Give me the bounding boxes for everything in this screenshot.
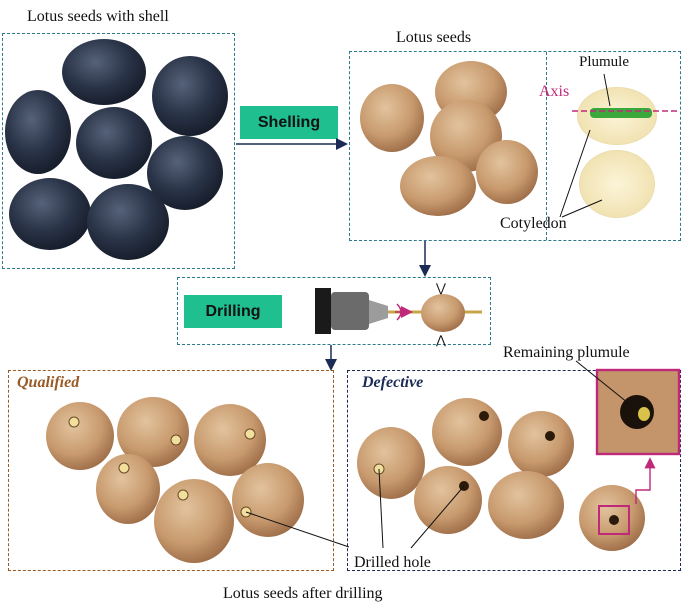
lotus-seed-cluster — [360, 61, 538, 216]
cotyledon-label: Cotyledon — [500, 215, 567, 232]
qualified-seed — [96, 454, 160, 524]
cotyledon-pointer — [561, 199, 603, 218]
zoom-arrow — [635, 457, 656, 504]
lotus-seeds-with-shell-label: Lotus seeds with shell — [27, 8, 169, 25]
drilling-seed — [421, 294, 465, 332]
drilling-step: Drilling — [184, 295, 282, 328]
lotus-seeds-divider — [546, 52, 547, 240]
defective-title: Defective — [362, 374, 424, 391]
defective-seeds — [357, 398, 645, 551]
qualified-seed — [194, 404, 266, 476]
qualified-seed — [46, 402, 114, 470]
axis-label: Axis — [539, 83, 570, 100]
shell-seed — [62, 39, 146, 105]
brown-seed — [360, 84, 424, 152]
plumule-shape — [590, 108, 652, 118]
lotus-seeds-frame — [349, 51, 681, 241]
lotus-seeds-after-drilling-label: Lotus seeds after drilling — [223, 585, 383, 602]
qualified-frame — [8, 370, 334, 571]
shell-seed — [76, 107, 152, 179]
defective-seed — [414, 466, 482, 534]
drill-body — [315, 288, 331, 334]
cotyledon-pointer — [559, 129, 591, 218]
drilled-hole-pointer — [410, 485, 465, 549]
brown-seed — [476, 140, 538, 204]
remaining-plumule-label: Remaining plumule — [503, 344, 630, 361]
shelled-seeds-frame — [2, 33, 235, 269]
shelling-step: Shelling — [240, 106, 338, 139]
shell-seed — [147, 136, 223, 210]
drill-illustration: ⋁ ⋀ — [315, 281, 482, 347]
drill-chuck — [331, 292, 369, 330]
drill-collar — [369, 300, 388, 324]
defective-seed — [357, 427, 425, 499]
plumule-pointer — [603, 73, 611, 107]
lower-cotyledon — [579, 150, 655, 218]
brown-seed — [400, 156, 476, 216]
qualified-seed — [154, 479, 234, 563]
qualified-title: Qualified — [17, 374, 80, 391]
drilled-hole-pointer — [245, 511, 350, 548]
defective-seed — [432, 398, 502, 466]
defective-frame — [347, 370, 681, 571]
svg-text:⋀: ⋀ — [435, 333, 446, 347]
shell-seed — [5, 90, 71, 174]
svg-text:⋁: ⋁ — [435, 281, 446, 295]
defective-seed — [508, 411, 574, 477]
lotus-seeds-label: Lotus seeds — [396, 29, 472, 46]
remaining-plumule-pointer — [575, 360, 634, 408]
remaining-plumule-inset — [575, 360, 681, 504]
shell-seed — [9, 178, 91, 250]
shell-seed — [87, 184, 169, 260]
plumule-label: Plumule — [579, 54, 630, 70]
qualified-seeds — [46, 397, 304, 563]
inset-frame — [595, 368, 681, 456]
inset-plumule — [638, 407, 650, 421]
shelled-seed-cluster — [5, 39, 228, 260]
qualified-seed — [232, 463, 304, 537]
drilled-hole-label: Drilled hole — [354, 554, 431, 571]
qualified-seed — [117, 397, 189, 467]
shell-seed — [152, 56, 228, 136]
drilling-frame — [177, 277, 491, 345]
seed-cross-section — [559, 73, 678, 218]
defective-seed — [488, 471, 564, 539]
drilled-hole-pointer — [378, 468, 384, 549]
zoom-source-box — [598, 505, 630, 535]
